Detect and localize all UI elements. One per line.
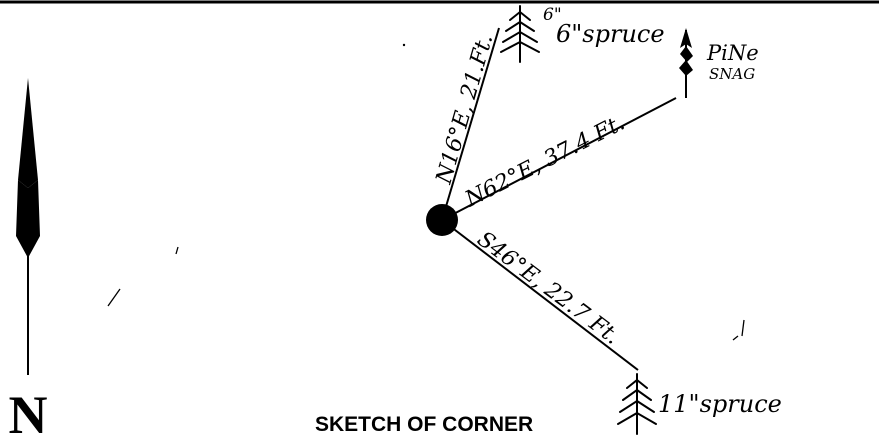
bearing-line bbox=[441, 97, 677, 221]
sketch-caption: SKETCH OF CORNER bbox=[315, 413, 533, 436]
spruce-tree-icon bbox=[617, 373, 657, 435]
corner-point-marker bbox=[426, 204, 458, 236]
bearing-line bbox=[441, 219, 639, 371]
tree-label-line2: SNAG bbox=[709, 65, 755, 83]
north-arrow-lower-blade bbox=[16, 180, 40, 258]
stray-dot bbox=[402, 43, 406, 47]
tree-label: 11"spruce bbox=[658, 390, 782, 418]
bearing-label: S46°E, 22.7 Ft. bbox=[472, 227, 624, 350]
spruce-tree-icon bbox=[500, 5, 540, 63]
stray-mark bbox=[732, 335, 739, 341]
tree-label: 6"spruce bbox=[556, 20, 665, 48]
stray-mark bbox=[741, 319, 745, 337]
bearing-label: N62°E, 37.4 Ft. bbox=[460, 110, 629, 212]
north-arrow-upper-blade bbox=[18, 78, 38, 188]
north-letter: N bbox=[9, 385, 48, 438]
tree-label-line1: PiNe bbox=[706, 41, 759, 65]
pine-snag-icon bbox=[679, 28, 693, 98]
bearing-line bbox=[441, 27, 500, 221]
stray-mark bbox=[175, 246, 179, 255]
stray-mark bbox=[107, 288, 121, 307]
tree-size: 6" bbox=[543, 5, 562, 25]
north-arrow: N bbox=[9, 78, 48, 438]
bearing-label: N16°E, 21.Ft. bbox=[431, 31, 498, 187]
bearing-line-11-spruce: S46°E, 22.7 Ft. 11"spruce bbox=[441, 219, 782, 435]
